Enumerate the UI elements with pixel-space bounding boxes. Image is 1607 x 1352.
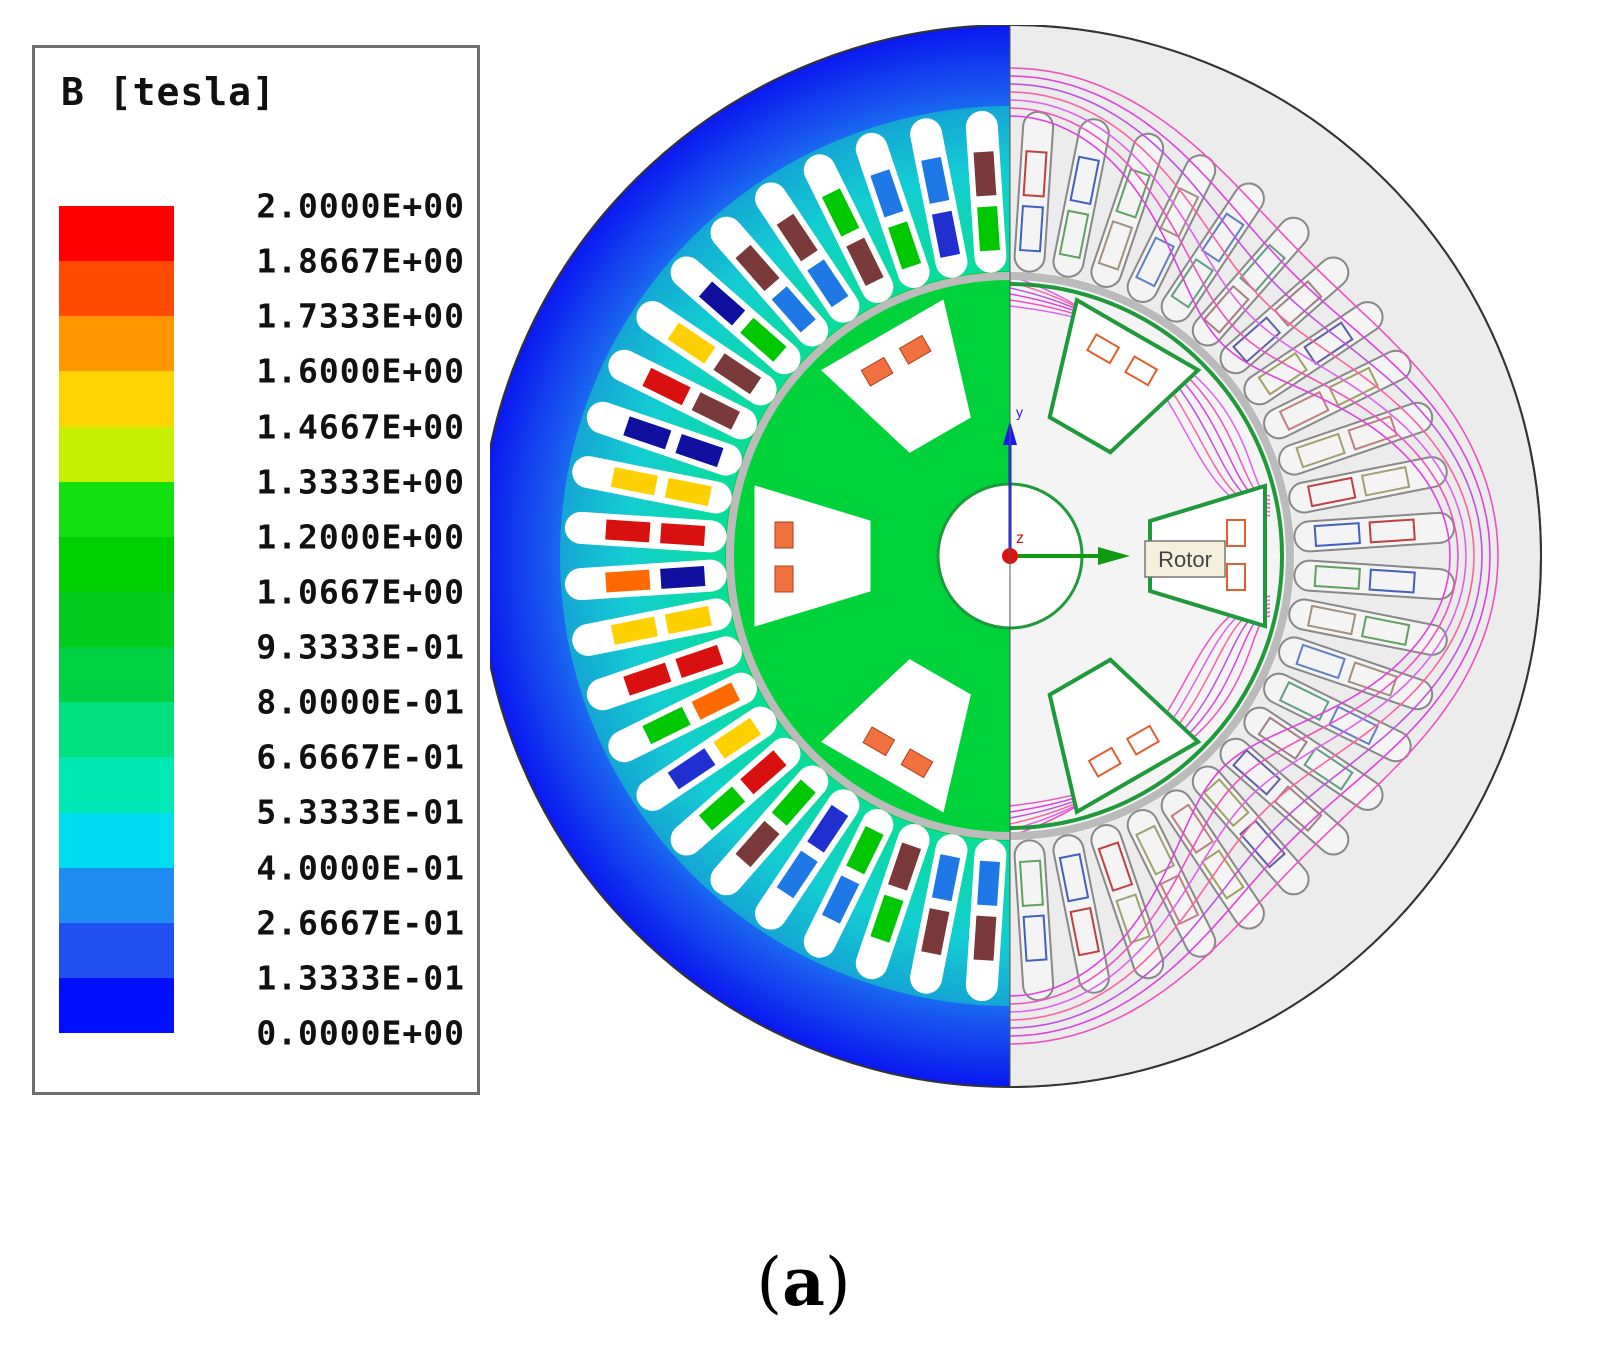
legend-tick-label: 9.3333E-01 (256, 627, 465, 667)
legend-swatch (59, 206, 174, 262)
rotor-label: Rotor (1158, 547, 1212, 572)
legend-tick-label: 1.0667E+00 (256, 572, 465, 612)
axis-y-label: y (1016, 404, 1023, 420)
legend-swatch (59, 426, 174, 482)
caption-letter: a (782, 1243, 825, 1321)
stator-slot (1013, 110, 1055, 273)
flux-line (1010, 107, 1459, 1005)
motor-cross-section: z y Rotor (490, 25, 1542, 1088)
legend-swatch (59, 812, 174, 868)
rotor-label-box: Rotor (1144, 540, 1226, 578)
stator-slot (965, 839, 1007, 1002)
stator-slot (1090, 824, 1165, 980)
legend-tick-label: 2.0000E+00 (256, 186, 465, 226)
stator-slot (710, 216, 829, 347)
stator-slot (755, 182, 860, 323)
rotor-pole-slot (821, 659, 971, 813)
flux-line (1010, 75, 1491, 1037)
legend-tick-label: 1.7333E+00 (256, 296, 465, 336)
rotor-pole-slot (1047, 297, 1202, 455)
rotor-pole-slot (754, 485, 871, 627)
stator-slot (564, 559, 727, 601)
legend-tick-label: 2.6667E-01 (256, 903, 465, 943)
flux-density-legend: B [tesla] 2.0000E+00 1.8667E+00 1.7333E+00… (32, 45, 480, 1095)
legend-swatch (59, 647, 174, 703)
stator-slot (1278, 636, 1434, 711)
legend-tick-label: 4.0000E-01 (256, 848, 465, 888)
legend-tick-label: 1.3333E-01 (256, 958, 465, 998)
stator-slot (670, 256, 801, 375)
figure-caption: (a) (756, 1243, 851, 1321)
legend-title: B [tesla] (61, 70, 276, 114)
stator-slot (910, 834, 968, 994)
flux-line (1010, 99, 1467, 1013)
stator-slot (1293, 559, 1456, 601)
stator-slot (1090, 132, 1165, 288)
legend-swatch (59, 371, 174, 427)
rotor-outline-right (1010, 282, 1284, 830)
flux-line (1010, 115, 1451, 997)
stator-slot (1013, 839, 1055, 1002)
stator-slot (1278, 401, 1434, 476)
stator-slot (910, 118, 968, 278)
stator-slot (1126, 809, 1217, 958)
legend-tick-labels: 2.0000E+00 1.8667E+00 1.7333E+00 1.6000E+00… (225, 186, 465, 1056)
flux-line (1010, 67, 1499, 1045)
legend-tick-label: 1.4667E+00 (256, 407, 465, 447)
rotor-pole-slot (1047, 657, 1202, 815)
stator-slot (572, 456, 732, 514)
rotor-pole-slot (821, 299, 971, 453)
legend-swatch (59, 922, 174, 978)
stator-slot (670, 737, 801, 856)
stator-slot (755, 789, 860, 930)
stator-slot (710, 765, 829, 896)
legend-swatch (59, 261, 174, 317)
stator-slot (636, 301, 777, 406)
stator-slot (1052, 834, 1110, 994)
legend-swatch (59, 977, 174, 1034)
legend-swatch (59, 481, 174, 537)
axis-z-label: z (1016, 530, 1024, 547)
stator-slot (803, 154, 894, 303)
legend-swatch (59, 316, 174, 372)
stator-slot (965, 110, 1007, 273)
legend-tick-label: 1.8667E+00 (256, 241, 465, 281)
stator-slot (1288, 598, 1448, 656)
stator-slot (564, 511, 727, 553)
stator-slot (636, 706, 777, 811)
legend-tick-label: 1.3333E+00 (256, 462, 465, 502)
legend-swatch (59, 757, 174, 813)
legend-tick-label: 1.6000E+00 (256, 351, 465, 391)
legend-tick-label: 5.3333E-01 (256, 792, 465, 832)
stator-slot (855, 824, 930, 980)
stator-slot (586, 636, 742, 711)
stator-slot (1126, 154, 1217, 303)
stator-slot (586, 401, 742, 476)
legend-tick-label: 0.0000E+00 (256, 1013, 465, 1053)
legend-tick-label: 6.6667E-01 (256, 737, 465, 777)
legend-swatch (59, 591, 174, 648)
legend-tick-label: 8.0000E-01 (256, 682, 465, 722)
stator-slots (564, 110, 1456, 1002)
stator-slot (572, 598, 732, 656)
stator-slot (855, 132, 930, 288)
legend-tick-label: 1.2000E+00 (256, 517, 465, 557)
stator-slot (608, 349, 757, 440)
legend-swatch (59, 702, 174, 758)
stator-slot (1288, 456, 1448, 514)
legend-color-bar (59, 206, 174, 1034)
legend-swatch (59, 536, 174, 592)
stator-slot (1293, 511, 1456, 553)
legend-swatch (59, 867, 174, 923)
flux-line (1010, 91, 1475, 1021)
flux-line (1010, 83, 1483, 1029)
stator-slot (1052, 118, 1110, 278)
stator-slot (803, 809, 894, 958)
stator-slot (608, 672, 757, 763)
